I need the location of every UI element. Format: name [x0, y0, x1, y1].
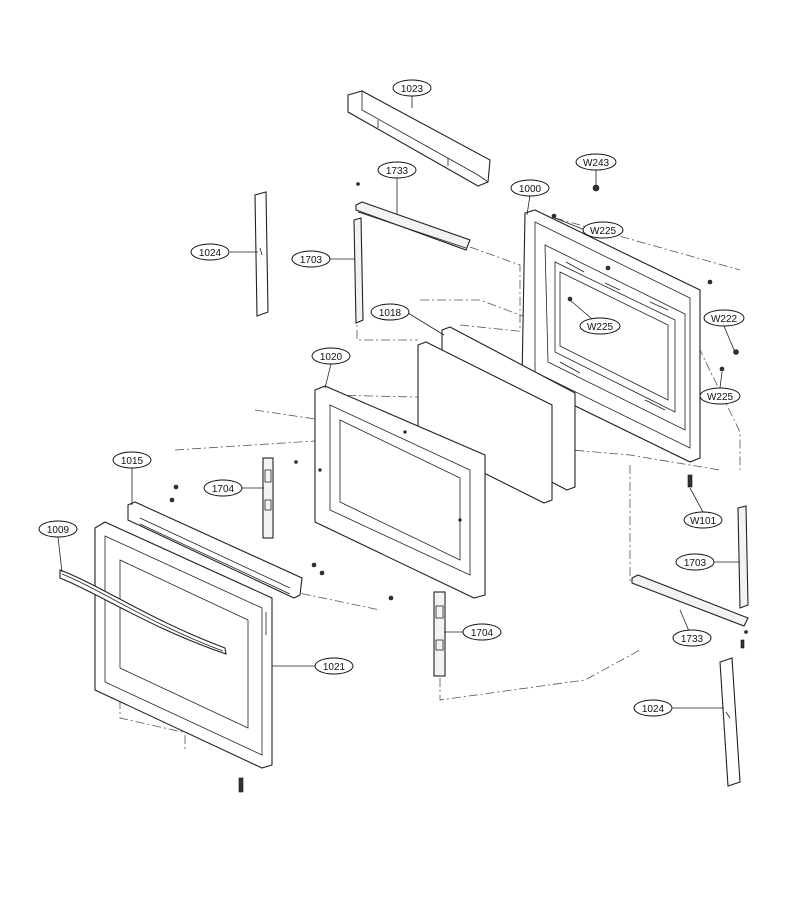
svg-text:1009: 1009: [47, 525, 70, 536]
screw-w225-right: [719, 366, 725, 372]
svg-text:1024: 1024: [642, 704, 665, 715]
svg-text:1733: 1733: [386, 166, 409, 177]
callout-1704-bottom: 1704: [462, 623, 502, 641]
svg-text:W225: W225: [707, 392, 734, 403]
screw-w243: [592, 184, 600, 192]
svg-text:1023: 1023: [401, 84, 424, 95]
svg-text:W222: W222: [711, 314, 738, 325]
part-1704-hinge-bottom: [388, 591, 446, 677]
callout-1009: 1009: [38, 520, 78, 538]
callout-w225-right: W225: [699, 387, 741, 405]
part-1704-hinge-left: [262, 457, 298, 539]
part-1703-trim-strip-top: [353, 217, 364, 324]
part-1733-bottom-rail: [631, 574, 749, 634]
screw-w222: [733, 349, 739, 355]
part-1024-side-post-bottom: [719, 657, 741, 787]
part-1018-glass-panels: [417, 326, 576, 504]
screw-bottom-door: [238, 777, 244, 793]
svg-text:1015: 1015: [121, 456, 144, 467]
svg-text:W101: W101: [690, 516, 717, 527]
callout-1020: 1020: [311, 347, 351, 365]
screw-w225-top: [707, 279, 713, 285]
part-1023-top-trim: [347, 90, 491, 187]
callout-1704-left: 1704: [203, 479, 243, 497]
callout-w101: W101: [683, 511, 723, 529]
svg-text:1704: 1704: [471, 628, 494, 639]
callout-w225-mid: W225: [579, 317, 621, 335]
svg-text:1703: 1703: [300, 255, 323, 266]
svg-text:1020: 1020: [320, 352, 343, 363]
svg-text:W243: W243: [583, 158, 610, 169]
svg-text:1018: 1018: [379, 308, 402, 319]
part-1021-outer-door: [94, 521, 273, 769]
callout-1703-top: 1703: [291, 250, 331, 268]
callout-1024-top: 1024: [190, 243, 230, 261]
screw-bottom-right: [740, 639, 745, 649]
part-1015-control-trim: [127, 484, 325, 599]
callout-w243: W243: [575, 153, 617, 171]
part-1024-side-post-top: [254, 191, 269, 317]
callout-1023: 1023: [392, 79, 432, 97]
svg-text:W225: W225: [587, 322, 614, 333]
screw-w225-mid: [567, 296, 573, 302]
callout-1000: 1000: [510, 179, 550, 197]
part-1020-door-liner: [314, 385, 486, 599]
callout-1021: 1021: [314, 657, 354, 675]
callout-1015: 1015: [112, 451, 152, 469]
svg-text:1704: 1704: [212, 484, 235, 495]
svg-text:1703: 1703: [684, 558, 707, 569]
svg-text:1733: 1733: [681, 634, 704, 645]
svg-text:1000: 1000: [519, 184, 542, 195]
callout-1024-bottom: 1024: [633, 699, 673, 717]
svg-text:1021: 1021: [323, 662, 346, 673]
svg-text:W225: W225: [590, 226, 617, 237]
callout-1703-right: 1703: [675, 553, 715, 571]
svg-text:1024: 1024: [199, 248, 222, 259]
part-1703-trim-strip-right: [737, 505, 749, 609]
part-1733-top-rail: [355, 182, 471, 251]
callout-w222: W222: [703, 309, 745, 327]
part-1009-door-handle: [59, 569, 227, 655]
callout-1733-right: 1733: [672, 629, 712, 647]
screw-w101: [687, 474, 693, 488]
callout-w225-top: W225: [582, 221, 624, 239]
callout-1018: 1018: [370, 303, 410, 321]
callout-1733-top: 1733: [377, 161, 417, 179]
